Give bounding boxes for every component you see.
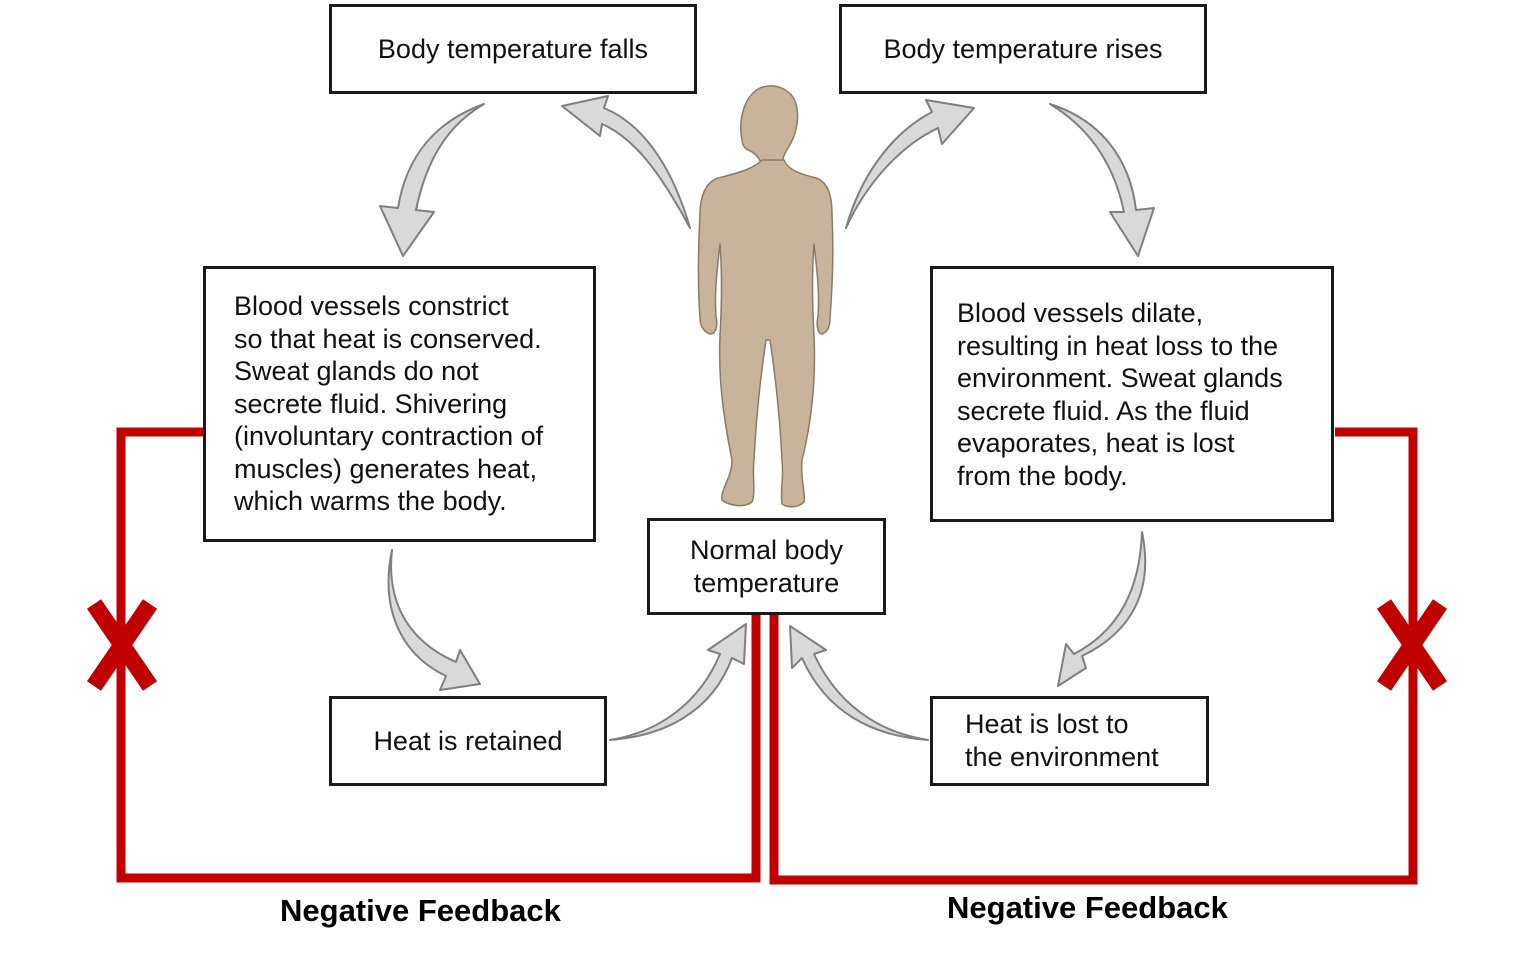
arrow-to-heat-retained (387, 549, 481, 691)
dilate-line: from the body. (957, 460, 1128, 491)
heat-lost-line: the environment (965, 741, 1159, 772)
constrict-box: Blood vessels constrict so that heat is … (203, 266, 596, 542)
temp-rises-text: Body temperature rises (883, 33, 1163, 64)
dilate-line: resulting in heat loss to the (957, 330, 1279, 361)
negative-feedback-label-right: Negative Feedback (947, 890, 1228, 925)
right-x-mark-icon (1376, 599, 1448, 691)
arrow-to-heat-lost (1057, 531, 1147, 687)
constrict-line: (involuntary contraction of (234, 421, 544, 451)
arrow-to-temp-rises (845, 99, 975, 229)
normal-temp-line: Normal body (689, 535, 844, 565)
arrow-to-temp-falls (561, 95, 691, 229)
dilate-line: evaporates, heat is lost (957, 428, 1235, 458)
left-feedback-loop (116, 427, 761, 883)
arrow-from-heat-retained (609, 623, 747, 741)
heat-lost-line: Heat is lost to (965, 709, 1129, 739)
normal-temp-box: Normal body temperature (647, 518, 886, 615)
dilate-line: secrete fluid. As the fluid (957, 395, 1250, 426)
constrict-line: muscles) generates heat, (234, 453, 538, 484)
heat-retained-box: Heat is retained (329, 696, 607, 786)
constrict-line: Blood vessels constrict (234, 291, 509, 321)
dilate-box: Blood vessels dilate, resulting in heat … (930, 266, 1334, 522)
human-figure-icon (697, 85, 834, 508)
left-x-mark-icon (86, 599, 158, 691)
negative-feedback-label-left: Negative Feedback (280, 893, 561, 928)
dilate-line: environment. Sweat glands (957, 363, 1283, 393)
constrict-line: secrete fluid. Shivering (234, 388, 508, 419)
arrow-to-constrict (379, 103, 485, 257)
temp-rises-box: Body temperature rises (839, 4, 1207, 94)
constrict-line: Sweat glands do not (234, 356, 479, 386)
dilate-line: Blood vessels dilate, (957, 298, 1204, 328)
arrow-from-heat-lost (789, 625, 929, 741)
right-feedback-loop (769, 427, 1418, 885)
normal-temp-line: temperature (693, 567, 840, 598)
heat-lost-box: Heat is lost to the environment (930, 696, 1209, 786)
constrict-line: so that heat is conserved. (234, 323, 542, 354)
temp-falls-text: Body temperature falls (377, 33, 649, 64)
arrow-to-dilate (1049, 103, 1155, 257)
temp-falls-box: Body temperature falls (329, 4, 697, 94)
constrict-line: which warms the body. (234, 486, 507, 516)
heat-retained-text: Heat is retained (373, 725, 563, 756)
